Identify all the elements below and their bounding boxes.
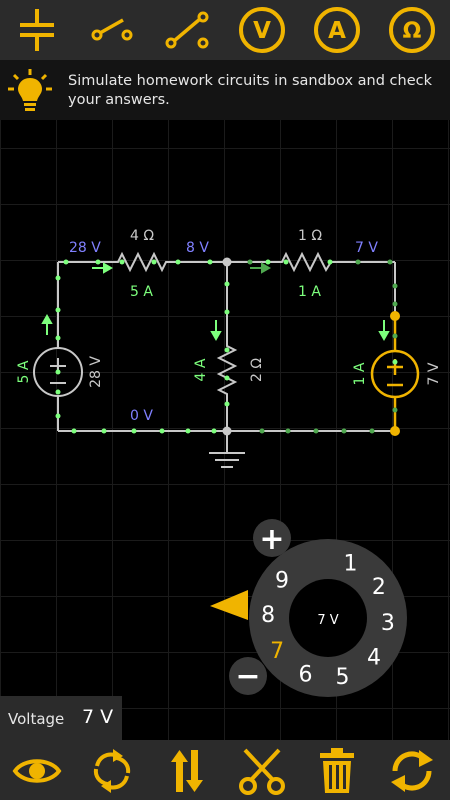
edit-toolbar [0,740,450,800]
closed-switch-tool-button[interactable] [150,0,225,60]
source-right-voltage: 7 V [426,362,442,385]
capacitor-tool-button[interactable] [0,0,75,60]
source-left-voltage: 28 V [88,356,104,388]
node-voltage-top-right: 7 V [355,240,378,256]
circuit-canvas[interactable]: 28 V 8 V 7 V 0 V 4 Ω 5 A 1 Ω 1 A 2 Ω 4 A… [0,120,450,740]
circuit-diagram[interactable]: 28 V 8 V 7 V 0 V 4 Ω 5 A 1 Ω 1 A 2 Ω 4 A… [0,120,450,740]
switch-open-icon [91,18,133,41]
voltmeter-icon: V [239,7,285,53]
terminal-right-top[interactable] [390,311,400,321]
decrement-button[interactable] [229,657,267,695]
resistor-2-ohm[interactable] [216,340,238,400]
resistor-1-ohm-value: 1 Ω [298,228,322,244]
eye-icon [12,759,62,783]
node-voltage-bottom: 0 V [130,408,153,424]
ohmmeter-tool-button[interactable]: Ω [375,0,450,60]
component-toolbar: V A Ω [0,0,450,60]
capacitor-icon [20,9,54,51]
terminal-right-bottom[interactable] [390,426,400,436]
wires [57,261,396,452]
cut-button[interactable] [225,740,300,800]
voltmeter-tool-button[interactable]: V [225,0,300,60]
tip-banner[interactable]: Simulate homework circuits in sandbox an… [0,60,450,120]
refresh-icon [391,750,433,792]
ammeter-tool-button[interactable]: A [300,0,375,60]
ohmmeter-icon: Ω [389,7,435,53]
switch-closed-icon [165,11,209,49]
node-voltage-top-left: 28 V [69,240,101,256]
node-top-middle[interactable] [222,257,232,267]
dial-ring[interactable] [249,539,407,697]
source-left-current: 5 A [16,360,32,383]
resistor-2-ohm-current: 4 A [193,358,209,381]
rotate-button[interactable] [75,740,150,800]
selected-value-box: Voltage 7 V [0,696,122,740]
tip-text: Simulate homework circuits in sandbox an… [68,73,432,108]
source-right-current: 1 A [352,362,368,385]
resistor-1-ohm[interactable] [275,251,339,273]
resistor-2-ohm-value: 2 Ω [249,358,265,382]
rotate-arrows-icon [93,749,131,793]
flip-arrows-icon [171,750,203,792]
current-arrows [41,262,390,342]
view-button[interactable] [0,740,75,800]
lightbulb-icon [8,69,52,111]
node-voltage-top-middle: 8 V [186,240,209,256]
current-dots [55,259,398,434]
reset-button[interactable] [375,740,450,800]
resistor-4-ohm-value: 4 Ω [130,228,154,244]
svg-text:V: V [253,18,271,44]
value-readout: 7 V [82,706,114,728]
value-label: Voltage [8,710,65,728]
svg-text:Ω: Ω [403,19,422,44]
voltage-source-right[interactable] [370,349,420,399]
resistor-4-ohm[interactable] [113,251,169,273]
ground-symbol[interactable] [209,452,245,468]
increment-button[interactable] [253,519,291,557]
svg-text:A: A [328,18,346,44]
ammeter-icon: A [314,7,360,53]
resistor-1-ohm-current: 1 A [298,284,321,300]
open-switch-tool-button[interactable] [75,0,150,60]
trash-icon [320,748,354,793]
node-bottom-middle[interactable] [222,426,232,436]
cut-icon [239,748,285,795]
delete-button[interactable] [300,740,375,800]
resistor-4-ohm-current: 5 A [130,284,153,300]
flip-button[interactable] [150,740,225,800]
